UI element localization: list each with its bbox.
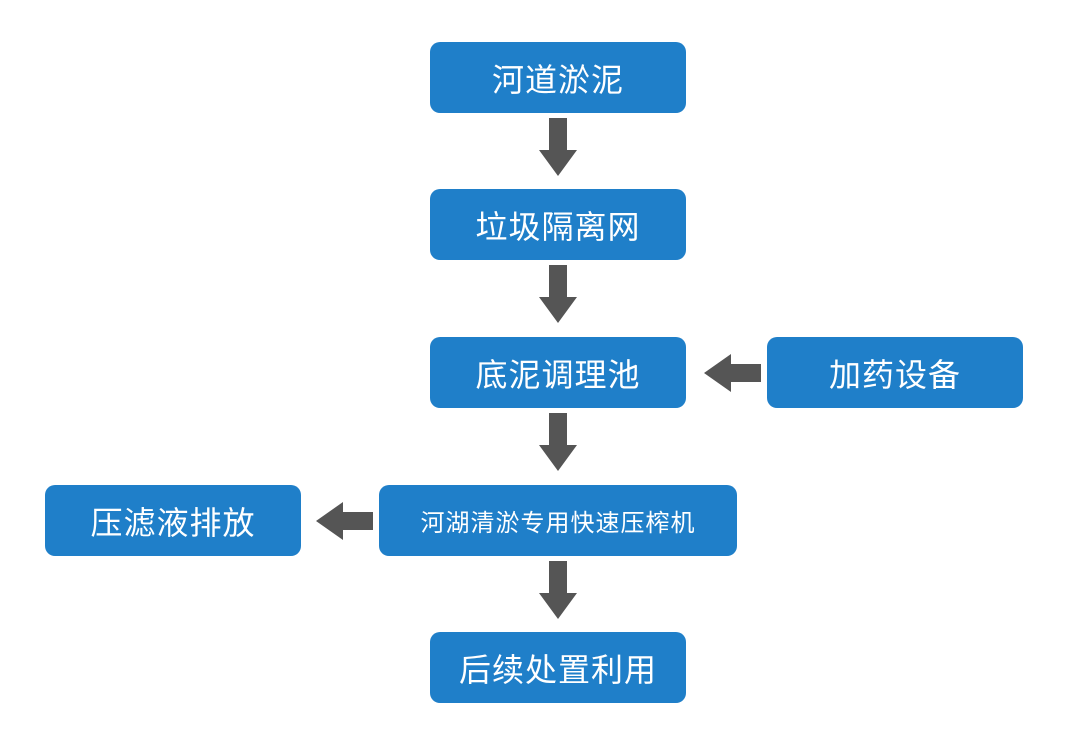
node-dosing-equipment: 加药设备 [767, 337, 1023, 408]
arrow-press-to-filtrate [316, 502, 373, 540]
arrow-press-to-disposal [539, 561, 577, 619]
arrow-dosing-to-tank [704, 354, 761, 392]
node-subsequent-disposal: 后续处置利用 [430, 632, 686, 703]
node-dredging-press: 河湖清淤专用快速压榨机 [379, 485, 737, 556]
node-river-sludge: 河道淤泥 [430, 42, 686, 113]
node-sludge-conditioning-tank: 底泥调理池 [430, 337, 686, 408]
node-filtrate-discharge: 压滤液排放 [45, 485, 301, 556]
arrow-screen-to-tank [539, 265, 577, 323]
node-garbage-screen: 垃圾隔离网 [430, 189, 686, 260]
arrow-sludge-to-screen [539, 118, 577, 176]
arrow-tank-to-press [539, 413, 577, 471]
